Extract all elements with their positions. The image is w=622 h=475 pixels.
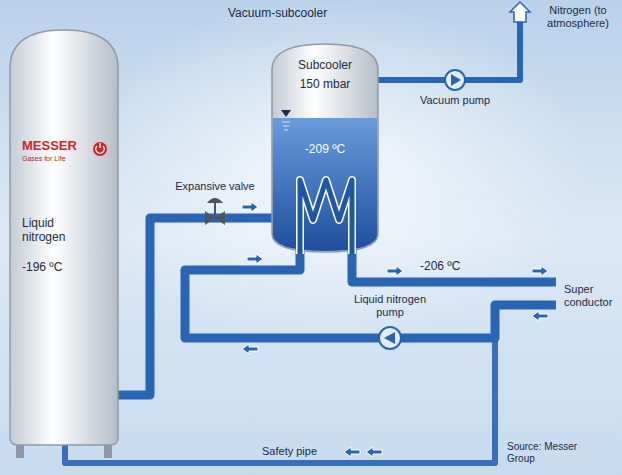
logo-slogan: Gases for Life [22, 155, 66, 163]
tank-label: Liquid nitrogen [22, 216, 84, 245]
supply-pipe [352, 248, 556, 282]
storage-tank: MESSERGases for LifeLiquid nitrogen -196 … [10, 28, 118, 445]
temperature-value: -196 ºC [22, 260, 62, 274]
tank-outline [10, 30, 118, 445]
flow-arrow [344, 447, 360, 457]
diagram-title: Vacuum-subcooler [228, 6, 327, 20]
pressure-value: 150 mbar [272, 77, 378, 91]
flow-arrow [242, 202, 258, 212]
flow-arrow [387, 266, 403, 276]
level-marker [282, 122, 290, 130]
liquid-pump-symbol [384, 332, 395, 344]
safety-pipe [65, 338, 495, 463]
pump-label: Vacuum pump [405, 94, 505, 107]
consumer-label: Super conductor [564, 283, 618, 309]
level-marker [281, 110, 291, 117]
heat-exchanger-coil [300, 180, 352, 254]
vacuum-pump-symbol [451, 74, 461, 86]
pump-label: Liquid nitrogen pump [345, 293, 435, 319]
flow-arrow [532, 311, 548, 321]
logo-symbol [99, 143, 100, 148]
pipe-connector [118, 218, 272, 395]
valve-label: Expansive valve [160, 180, 270, 193]
valve-symbol [214, 203, 216, 218]
vessel-label: Subcooler [272, 58, 378, 72]
temperature-value: -206 ºC [420, 259, 460, 273]
temperature-value: -209 ºC [272, 142, 378, 156]
return-pipe [185, 248, 556, 338]
vacuum-pump-symbol [445, 70, 465, 90]
flow-arrow [247, 254, 263, 264]
valve-symbol [207, 198, 223, 203]
flow-arrow [242, 344, 258, 354]
flow-arrow [532, 266, 548, 276]
logo-symbol [93, 142, 107, 156]
subcooler-vessel: Subcooler 150 mbar -209 ºC [272, 44, 378, 252]
pipe-label: Safety pipe [262, 445, 317, 458]
liquid-pump-symbol [379, 327, 401, 349]
vent-pipe [376, 22, 520, 80]
logo-wordmark: MESSER [22, 138, 77, 154]
vent-label: Nitrogen (to atmosphere) [536, 4, 620, 30]
vent-arrow [510, 2, 530, 22]
vessel-outline [272, 44, 378, 252]
heat-exchanger-coil [300, 180, 352, 254]
source-note: Source: Messer Group [507, 441, 597, 465]
flow-arrow [366, 447, 382, 457]
